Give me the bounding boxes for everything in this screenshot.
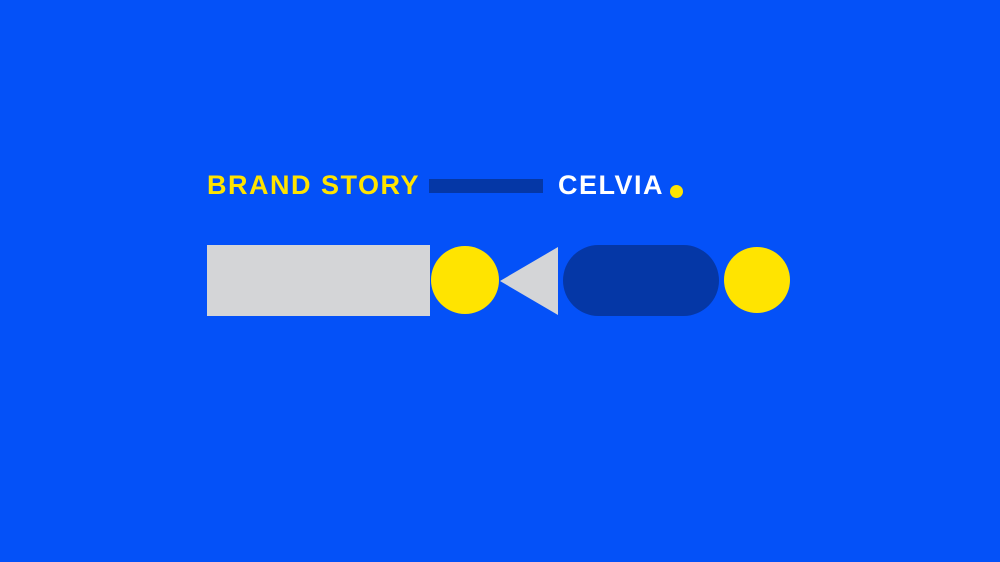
brand-dot-icon xyxy=(670,185,684,198)
slide-header: BRAND STORY CELVIA xyxy=(207,169,684,200)
divider-bar xyxy=(429,179,544,193)
dark-blue-pill xyxy=(563,245,719,316)
gray-rectangle xyxy=(207,245,430,316)
brand-name: CELVIA xyxy=(558,169,665,200)
kicker-text: BRAND STORY xyxy=(207,169,421,200)
yellow-circle-left xyxy=(431,246,499,314)
yellow-circle-right xyxy=(724,247,790,313)
gray-triangle-left-icon xyxy=(500,247,558,315)
